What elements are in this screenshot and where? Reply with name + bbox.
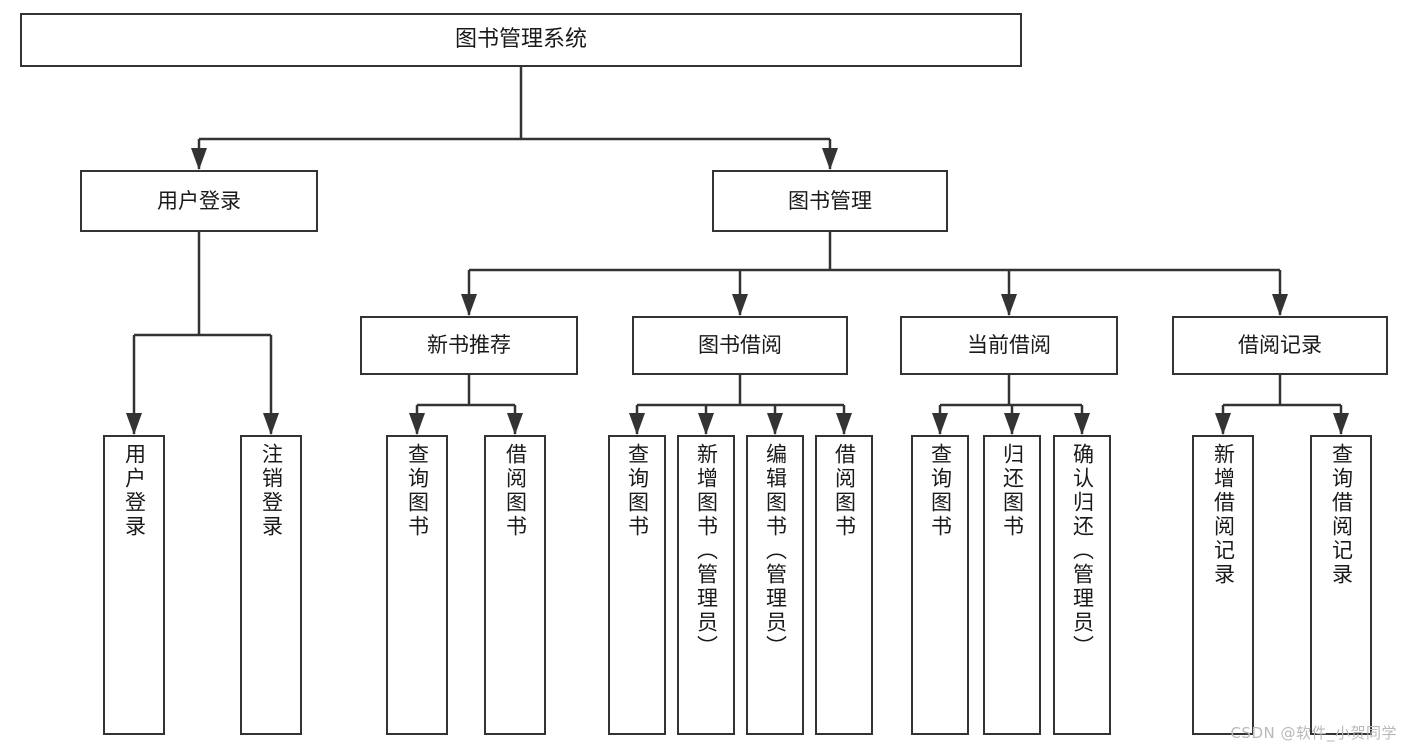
- node-leaf-1[interactable]: 用户登录: [103, 435, 165, 735]
- arrowhead-leaf-6: [698, 413, 714, 435]
- node-leaf-13[interactable]: 查询借阅记录: [1310, 435, 1372, 735]
- arrowhead-leaf-7: [767, 413, 783, 435]
- arrowhead-records: [1272, 294, 1288, 316]
- node-current[interactable]: 当前借阅: [900, 316, 1118, 375]
- arrowhead-leaf-1: [126, 413, 142, 435]
- arrowhead-login: [191, 148, 207, 170]
- node-label: 查询图书: [625, 443, 650, 539]
- node-label: 确认归还（管理员）: [1070, 443, 1095, 659]
- node-label: 注销登录: [259, 443, 284, 539]
- node-records[interactable]: 借阅记录: [1172, 316, 1388, 375]
- node-label: 新书推荐: [427, 333, 511, 358]
- node-label: 借阅图书: [832, 443, 857, 539]
- arrowhead-leaf-2: [263, 413, 279, 435]
- node-label: 图书管理: [788, 188, 872, 213]
- arrowhead-bookmgmt: [822, 148, 838, 170]
- node-leaf-3[interactable]: 查询图书: [386, 435, 448, 735]
- node-label: 新增图书（管理员）: [694, 443, 719, 659]
- node-leaf-4[interactable]: 借阅图书: [484, 435, 546, 735]
- node-label: 用户登录: [122, 443, 147, 539]
- node-label: 图书借阅: [698, 333, 782, 358]
- node-label: 当前借阅: [967, 333, 1051, 358]
- node-label: 编辑图书（管理员）: [763, 443, 788, 659]
- node-leaf-7[interactable]: 编辑图书（管理员）: [746, 435, 804, 735]
- node-login[interactable]: 用户登录: [80, 170, 318, 232]
- arrowhead-leaf-10: [1004, 413, 1020, 435]
- node-label: 查询借阅记录: [1329, 443, 1354, 587]
- node-newbook[interactable]: 新书推荐: [360, 316, 578, 375]
- node-label: 归还图书: [1000, 443, 1025, 539]
- arrowhead-leaf-5: [629, 413, 645, 435]
- node-label: 查询图书: [405, 443, 430, 539]
- node-leaf-8[interactable]: 借阅图书: [815, 435, 873, 735]
- node-label: 借阅记录: [1238, 333, 1322, 358]
- node-leaf-5[interactable]: 查询图书: [608, 435, 666, 735]
- node-leaf-9[interactable]: 查询图书: [911, 435, 969, 735]
- node-borrow[interactable]: 图书借阅: [632, 316, 848, 375]
- node-label: 用户登录: [157, 188, 241, 213]
- node-leaf-11[interactable]: 确认归还（管理员）: [1053, 435, 1111, 735]
- watermark-text: CSDN @软件_小贺同学: [1230, 724, 1397, 742]
- arrowhead-leaf-13: [1333, 413, 1349, 435]
- arrowhead-leaf-11: [1074, 413, 1090, 435]
- node-label: 借阅图书: [503, 443, 528, 539]
- arrowhead-leaf-12: [1215, 413, 1231, 435]
- node-root[interactable]: 图书管理系统: [20, 13, 1022, 67]
- node-label: 新增借阅记录: [1211, 443, 1236, 587]
- arrowhead-borrow: [732, 294, 748, 316]
- arrowhead-leaf-9: [932, 413, 948, 435]
- node-label: 查询图书: [928, 443, 953, 539]
- arrowhead-current: [1001, 294, 1017, 316]
- node-leaf-6[interactable]: 新增图书（管理员）: [677, 435, 735, 735]
- node-leaf-2[interactable]: 注销登录: [240, 435, 302, 735]
- node-leaf-10[interactable]: 归还图书: [983, 435, 1041, 735]
- node-label: 图书管理系统: [454, 27, 587, 53]
- arrowhead-newbook: [461, 294, 477, 316]
- node-bookmgmt[interactable]: 图书管理: [712, 170, 948, 232]
- arrowhead-leaf-3: [409, 413, 425, 435]
- arrowhead-leaf-4: [507, 413, 523, 435]
- arrowhead-leaf-8: [836, 413, 852, 435]
- node-leaf-12[interactable]: 新增借阅记录: [1192, 435, 1254, 735]
